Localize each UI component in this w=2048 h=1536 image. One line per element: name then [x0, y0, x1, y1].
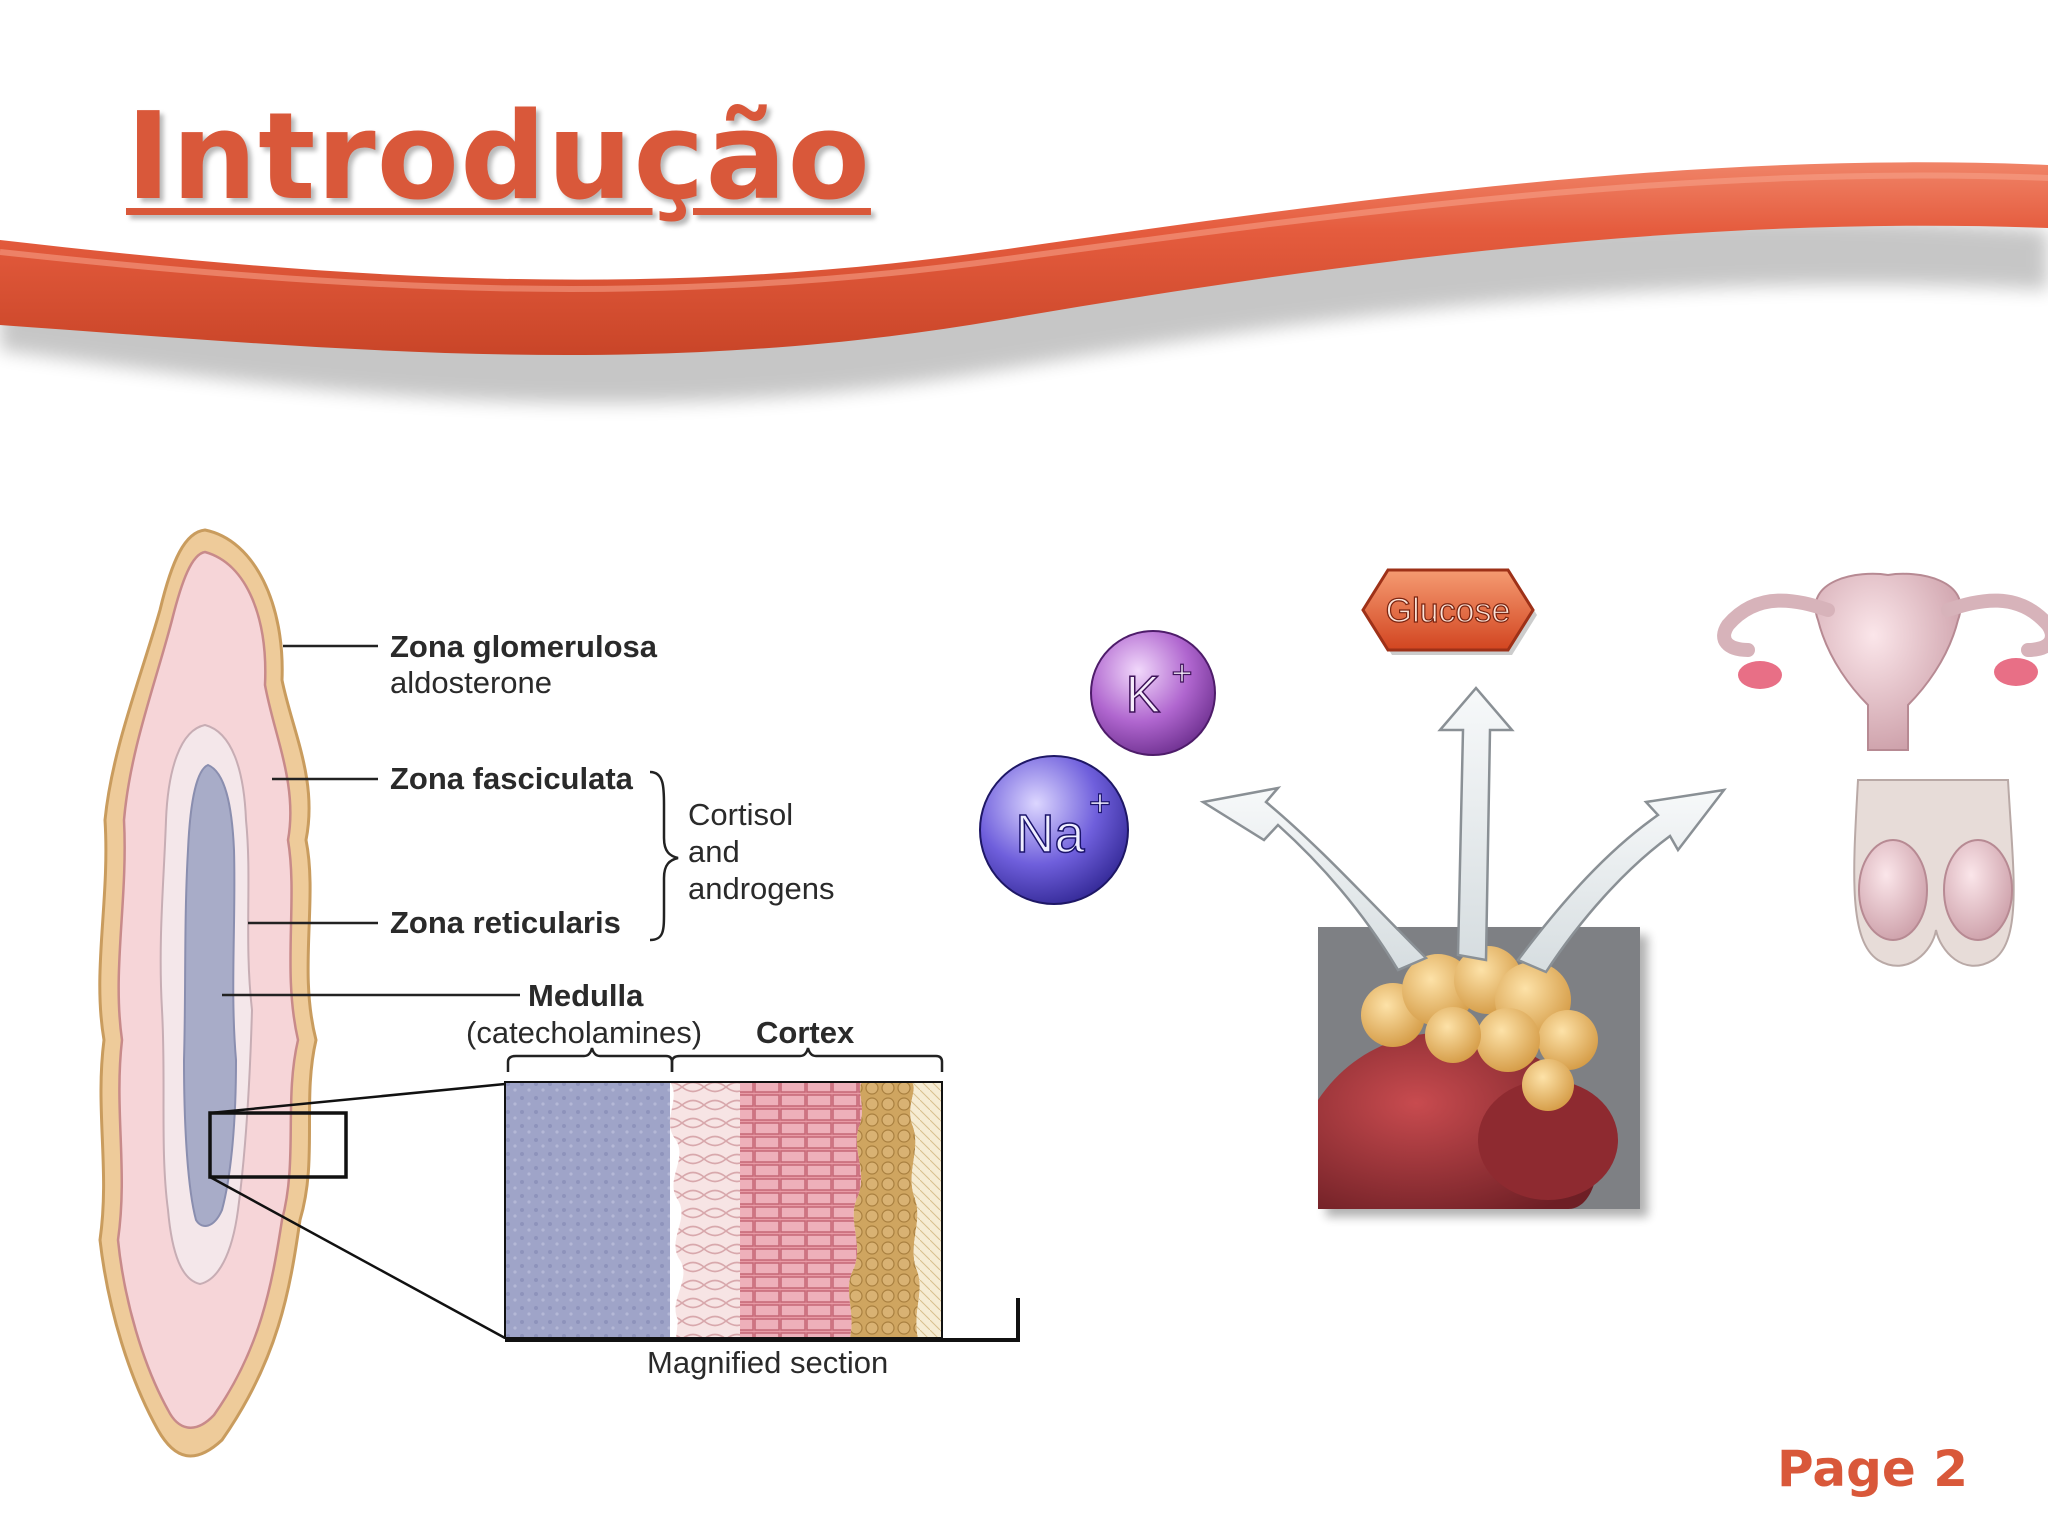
brace-cortisol — [649, 770, 679, 942]
ribbon-decoration — [0, 162, 2048, 404]
arrow-to-glucose — [1437, 686, 1515, 962]
uterus-illustration — [1717, 572, 2048, 751]
zoom-line-bottom — [209, 1175, 506, 1340]
page-number: Page 2 — [1777, 1440, 1968, 1498]
sodium-ion: Na + — [979, 755, 1129, 905]
arrow-to-ions — [1199, 786, 1429, 972]
potassium-symbol: K — [1126, 666, 1161, 724]
label-cortex: Cortex — [756, 1015, 855, 1050]
glucose-label: Glucose — [1386, 592, 1511, 630]
sodium-symbol: Na — [1015, 804, 1085, 864]
zoom-selection-box — [208, 1111, 348, 1179]
magnified-section — [504, 1081, 1020, 1342]
potassium-ion: K + — [1090, 630, 1216, 756]
adrenal-diagram: Zona glomerulosa aldosterone Zona fascic… — [98, 528, 1020, 1458]
brace-cortex-section — [670, 1047, 944, 1072]
label-aldosterone: aldosterone — [390, 665, 552, 700]
glucose-badge: Glucose — [1361, 568, 1537, 655]
label-catecholamines: (catecholamines) — [466, 1015, 702, 1050]
label-zona-glomerulosa: Zona glomerulosa — [390, 629, 658, 664]
label-medulla: Medulla — [528, 978, 644, 1013]
testes-illustration — [1853, 779, 2015, 967]
kidney-adrenal-photo — [1318, 927, 1648, 1217]
hormone-effects-illustration: Glucose K + Na + — [979, 568, 2048, 1217]
label-cortisol: Cortisol — [688, 797, 793, 832]
arrow-to-gonads — [1516, 788, 1727, 974]
zoom-line-top — [209, 1082, 506, 1115]
label-zona-fasciculata: Zona fasciculata — [390, 761, 634, 796]
label-zona-reticularis: Zona reticularis — [390, 905, 621, 940]
label-and: and — [688, 834, 740, 869]
brace-medulla-section — [506, 1047, 674, 1072]
sodium-charge: + — [1089, 783, 1111, 825]
label-androgens: androgens — [688, 871, 835, 906]
page-title: Introdução — [126, 88, 871, 227]
ribbon-highlight — [0, 172, 2048, 292]
potassium-charge: + — [1171, 652, 1192, 693]
label-magnified-section: Magnified section — [647, 1345, 888, 1380]
